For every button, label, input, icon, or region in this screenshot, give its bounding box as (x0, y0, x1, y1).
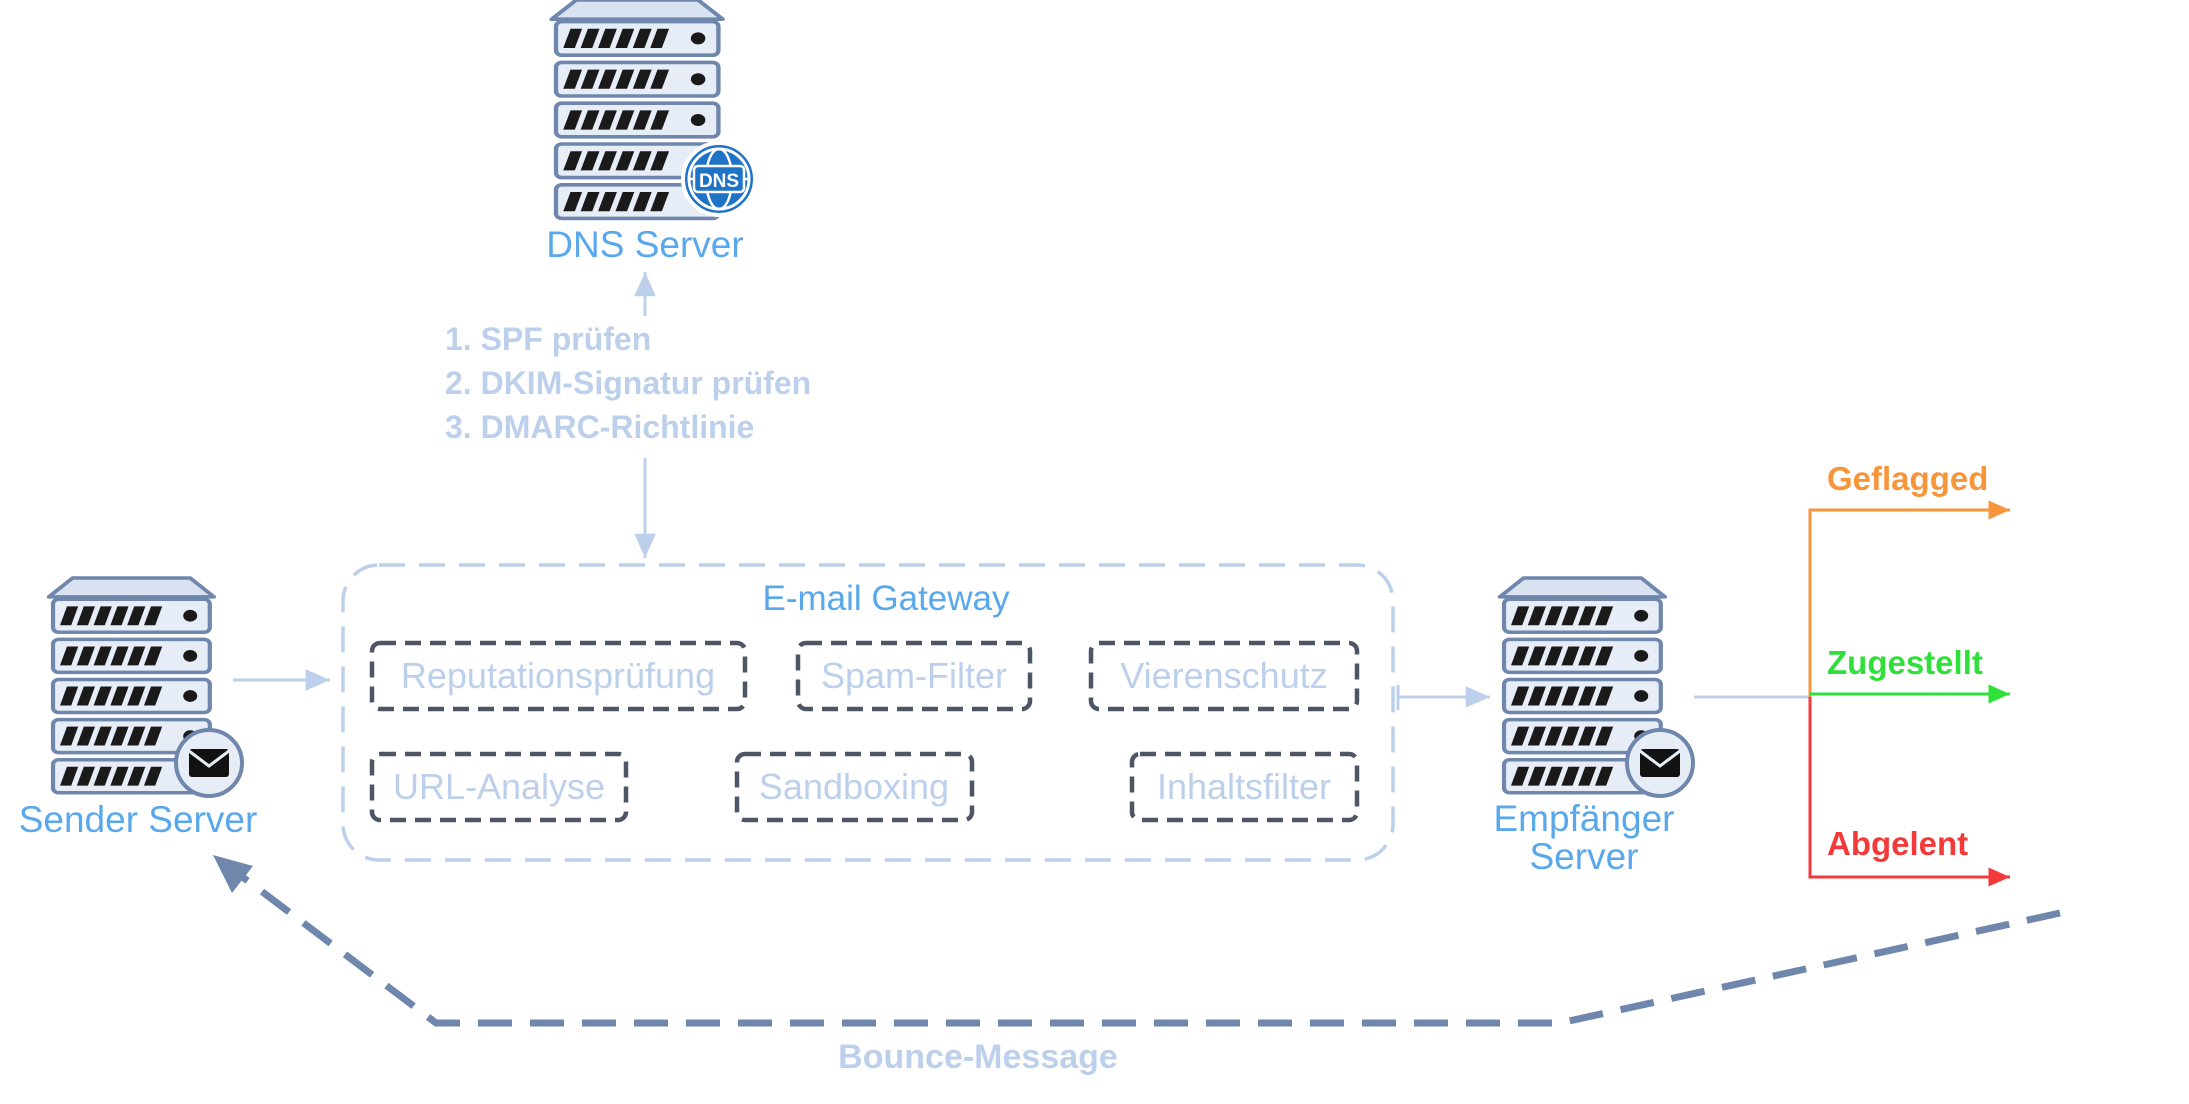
envelope-icon (174, 728, 244, 798)
receiver-server-label-line1: Empfänger (1494, 798, 1675, 839)
filter-url: URL-Analyse (369, 751, 629, 823)
dns-server-label: DNS Server (546, 224, 743, 265)
check-spf: 1. SPF prüfen (445, 321, 651, 357)
gateway-title: E-mail Gateway (762, 579, 1010, 618)
auth-checks-list: 1. SPF prüfen 2. DKIM-Signatur prüfen 3.… (445, 321, 811, 445)
envelope-icon (1625, 728, 1695, 798)
outcome-rejected-label: Abgelent (1827, 825, 1968, 862)
filter-content-label: Inhaltsfilter (1157, 766, 1331, 807)
sender-server: Sender Server (19, 578, 258, 840)
outcome-flagged-label: Geflagged (1827, 460, 1988, 497)
bounce-path: Bounce-Message (213, 855, 2061, 1076)
filter-sandbox: Sandboxing (734, 751, 975, 823)
outcome-flagged: Geflagged (1808, 460, 2010, 697)
dns-server: DNS DNS Server (546, 0, 757, 265)
email-gateway: E-mail Gateway Reputationsprüfung Spam-F… (341, 563, 1395, 862)
check-dmarc: 3. DMARC-Richtlinie (445, 409, 754, 445)
sender-server-label: Sender Server (19, 799, 258, 840)
gateway-border (341, 563, 1395, 862)
filter-url-label: URL-Analyse (393, 766, 605, 807)
outcome-delivered-label: Zugestellt (1827, 644, 1983, 681)
outcome-rejected: Abgelent (1808, 697, 2010, 887)
filter-reputation: Reputationsprüfung (369, 640, 748, 712)
filter-reputation-label: Reputationsprüfung (401, 655, 715, 696)
filter-sandbox-label: Sandboxing (759, 766, 949, 807)
filter-content: Inhaltsfilter (1129, 751, 1360, 823)
receiver-server: Empfänger Server (1494, 578, 1695, 877)
filter-spam: Spam-Filter (795, 640, 1033, 712)
dns-badge-text: DNS (699, 171, 739, 192)
receiver-server-label-line2: Server (1530, 836, 1639, 877)
filter-virus: Vierenschutz (1088, 640, 1360, 712)
bounce-label: Bounce-Message (838, 1038, 1118, 1076)
filter-spam-label: Spam-Filter (821, 655, 1007, 696)
filter-virus-label: Vierenschutz (1120, 655, 1327, 696)
outcome-delivered: Zugestellt (1810, 644, 2010, 704)
check-dkim: 2. DKIM-Signatur prüfen (445, 365, 811, 401)
dns-globe-icon: DNS (681, 141, 757, 217)
bounce-arrowhead (213, 855, 253, 893)
